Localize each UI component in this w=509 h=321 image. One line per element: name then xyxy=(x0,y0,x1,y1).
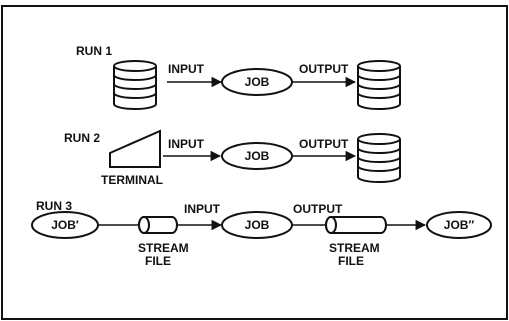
run3-job-double-prime-label: JOB″ xyxy=(444,218,475,232)
stream-file-cylinder-icon xyxy=(325,216,387,234)
run3-job-double-prime-node: JOB″ xyxy=(426,211,492,239)
run3-job-node: JOB xyxy=(221,211,293,239)
run3-stream-file-1-line2: FILE xyxy=(145,254,171,268)
run3-job-prime-node: JOB′ xyxy=(31,211,99,239)
run2-job-label: JOB xyxy=(245,149,270,163)
diagram-frame xyxy=(1,5,508,320)
disk-pack-icon xyxy=(357,60,401,110)
run3-stream-file-2-line1: STREAM xyxy=(329,241,380,255)
run1-output-label: OUTPUT xyxy=(299,62,349,76)
stream-file-cylinder-icon xyxy=(138,216,178,234)
run1-job-node: JOB xyxy=(221,68,293,96)
disk-pack-icon xyxy=(113,60,157,110)
run3-stream-file-1-line1: STREAM xyxy=(138,241,189,255)
run3-job-prime-label: JOB′ xyxy=(51,218,79,232)
run2-input-label: INPUT xyxy=(168,137,205,151)
run3-stream-file-2-line2: FILE xyxy=(338,254,364,268)
run2-label: RUN 2 xyxy=(64,131,100,145)
run3-job-label: JOB xyxy=(245,218,270,232)
run1-job-label: JOB xyxy=(245,75,270,89)
run3-output-label: OUTPUT xyxy=(293,202,343,216)
run2-job-node: JOB xyxy=(221,142,293,170)
run2-output-label: OUTPUT xyxy=(299,137,349,151)
run1-input-label: INPUT xyxy=(168,62,205,76)
run3-input-label: INPUT xyxy=(184,202,221,216)
disk-pack-icon xyxy=(357,133,401,183)
run2-terminal-label: TERMINAL xyxy=(101,173,163,187)
run1-label: RUN 1 xyxy=(76,44,112,58)
run3-label: RUN 3 xyxy=(36,199,72,213)
terminal-icon xyxy=(109,129,161,168)
